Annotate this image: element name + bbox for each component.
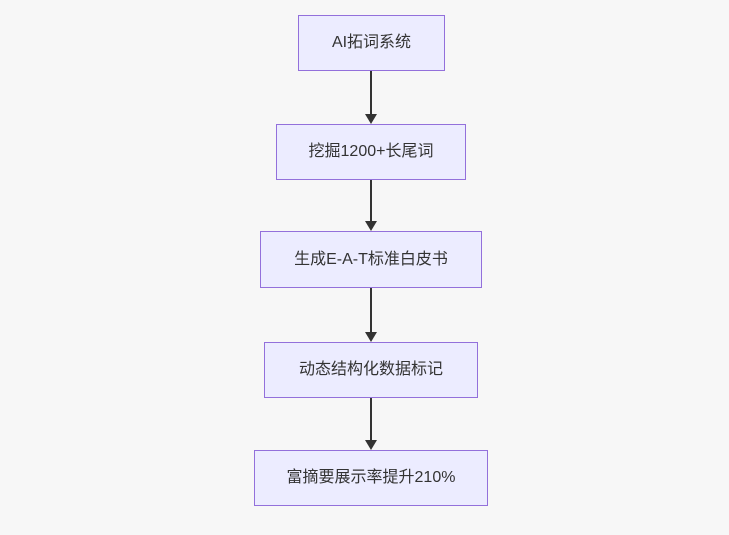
arrowhead-down-icon [365, 440, 377, 450]
connector-line [370, 288, 372, 333]
connector-line [370, 180, 372, 222]
flowchart-node-eat-whitepaper: 生成E-A-T标准白皮书 [260, 231, 482, 288]
arrowhead-down-icon [365, 114, 377, 124]
node-label: 动态结构化数据标记 [298, 361, 443, 379]
node-label: AI拓词系统 [331, 34, 412, 52]
node-label: 富摘要展示率提升210% [286, 469, 456, 487]
node-label: 生成E-A-T标准白皮书 [294, 250, 448, 268]
connector-line [370, 398, 372, 441]
flowchart-node-ai-word-system: AI拓词系统 [298, 15, 445, 71]
arrowhead-down-icon [365, 221, 377, 231]
flowchart-node-structured-data-markup: 动态结构化数据标记 [264, 342, 478, 398]
node-label: 挖掘1200+长尾词 [308, 143, 434, 161]
flowchart-node-longtail-mining: 挖掘1200+长尾词 [276, 124, 466, 180]
connector-line [370, 71, 372, 115]
flowchart-node-rich-snippet-result: 富摘要展示率提升210% [254, 450, 488, 506]
arrowhead-down-icon [365, 332, 377, 342]
